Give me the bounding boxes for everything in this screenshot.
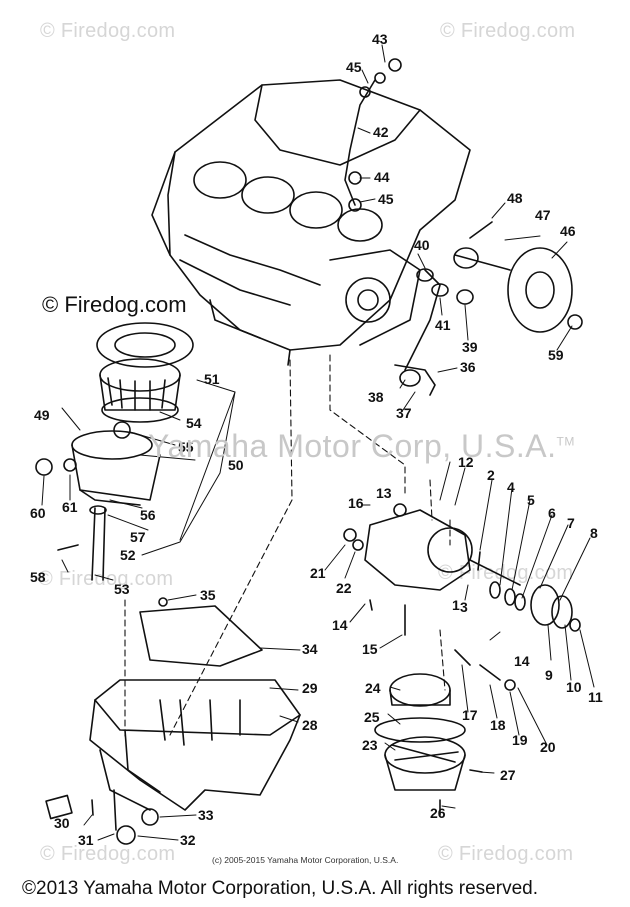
- part-label-23: 23: [362, 737, 378, 753]
- part-label-35: 35: [200, 587, 216, 603]
- small-copyright: (c) 2005-2015 Yamaha Motor Corporation, …: [212, 855, 399, 865]
- dashed-leaders: [124, 354, 451, 741]
- part-label-13: 13: [376, 485, 392, 501]
- part-label-3b: 3: [460, 599, 468, 615]
- part-label-57: 57: [130, 529, 146, 545]
- part-label-50: 50: [228, 457, 244, 473]
- part-label-12: 12: [458, 454, 474, 470]
- part-label-37: 37: [396, 405, 412, 421]
- watermark-mid-right: © Firedog.com: [438, 562, 574, 584]
- watermark-center-text: Yamaha Motor Corp, U.S.A.: [148, 428, 557, 464]
- part-label-25: 25: [364, 709, 380, 725]
- part-label-53: 53: [114, 581, 130, 597]
- part-label-49: 49: [34, 407, 50, 423]
- watermark-bottom-right: © Firedog.com: [438, 843, 574, 865]
- part-label-40: 40: [414, 237, 430, 253]
- part-label-27: 27: [500, 767, 516, 783]
- part-label-30: 30: [54, 815, 70, 831]
- watermark-bottom-left: © Firedog.com: [40, 843, 176, 865]
- watermark-tm: TM: [556, 434, 575, 449]
- part-label-43: 43: [372, 31, 388, 47]
- part-label-46: 46: [560, 223, 576, 239]
- part-label-55: 55: [178, 439, 194, 455]
- part-label-14b: 14: [514, 653, 530, 669]
- part-label-22: 22: [336, 580, 352, 596]
- part-label-32: 32: [180, 832, 196, 848]
- part-label-54: 54: [186, 415, 202, 431]
- watermark-main: © Firedog.com: [42, 292, 187, 317]
- part-label-8: 8: [590, 525, 598, 541]
- part-label-45a: 45: [346, 59, 362, 75]
- part-label-24: 24: [365, 680, 381, 696]
- oil-pipe-assembly: [344, 58, 402, 212]
- part-label-47: 47: [535, 207, 551, 223]
- parts-diagram: 1 2 3 4 5 6 7 8 9 10 11 12 13 14 14 15 1…: [30, 31, 603, 848]
- part-label-15: 15: [362, 641, 378, 657]
- part-label-38: 38: [368, 389, 384, 405]
- part-label-5: 5: [527, 492, 535, 508]
- part-label-42: 42: [373, 124, 389, 140]
- oil-pan-assembly: [45, 597, 301, 845]
- part-label-7: 7: [567, 515, 575, 531]
- watermark-mid-left: © Firedog.com: [38, 568, 174, 590]
- oil-pump-drive-gear: [453, 221, 583, 333]
- part-label-16: 16: [348, 495, 364, 511]
- part-label-11: 11: [588, 689, 603, 705]
- part-label-17: 17: [462, 707, 478, 723]
- watermark-top-right: © Firedog.com: [440, 20, 576, 42]
- part-label-51: 51: [204, 371, 220, 387]
- part-label-58: 58: [30, 569, 46, 585]
- part-label-34: 34: [302, 641, 318, 657]
- oil-strainer: [374, 673, 483, 816]
- part-label-44: 44: [374, 169, 390, 185]
- part-label-18: 18: [490, 717, 506, 733]
- part-label-9: 9: [545, 667, 553, 683]
- watermark-center: Yamaha Motor Corp, U.S.A.TM: [148, 428, 575, 465]
- part-label-39: 39: [462, 339, 478, 355]
- part-label-20: 20: [540, 739, 556, 755]
- part-label-41: 41: [435, 317, 451, 333]
- part-number-labels: 1 2 3 4 5 6 7 8 9 10 11 12 13 14 14 15 1…: [30, 31, 603, 848]
- part-label-6: 6: [548, 505, 556, 521]
- part-label-52: 52: [120, 547, 136, 563]
- part-label-29: 29: [302, 680, 318, 696]
- part-label-59: 59: [548, 347, 564, 363]
- part-label-26: 26: [430, 805, 446, 821]
- part-label-48: 48: [507, 190, 523, 206]
- part-label-14a: 14: [332, 617, 348, 633]
- part-label-36: 36: [460, 359, 476, 375]
- part-label-4: 4: [507, 479, 515, 495]
- oil-pump-assembly: [343, 503, 581, 691]
- leader-lines: [41, 44, 595, 841]
- crankcase-illustration: [151, 79, 471, 366]
- watermark-top-left: © Firedog.com: [40, 20, 176, 42]
- part-label-33: 33: [198, 807, 214, 823]
- part-label-1: 1: [452, 597, 460, 613]
- part-label-19: 19: [512, 732, 528, 748]
- part-label-45b: 45: [378, 191, 394, 207]
- part-label-60: 60: [30, 505, 46, 521]
- oil-filter-assembly: [35, 322, 194, 581]
- footer-copyright: ©2013 Yamaha Motor Corporation, U.S.A. A…: [22, 878, 538, 899]
- part-label-28: 28: [302, 717, 318, 733]
- part-label-10: 10: [566, 679, 582, 695]
- part-label-21: 21: [310, 565, 326, 581]
- part-label-61: 61: [62, 499, 78, 515]
- part-label-31: 31: [78, 832, 94, 848]
- part-label-2: 2: [487, 467, 495, 483]
- oil-delivery-pipe: [394, 268, 474, 396]
- part-label-56: 56: [140, 507, 156, 523]
